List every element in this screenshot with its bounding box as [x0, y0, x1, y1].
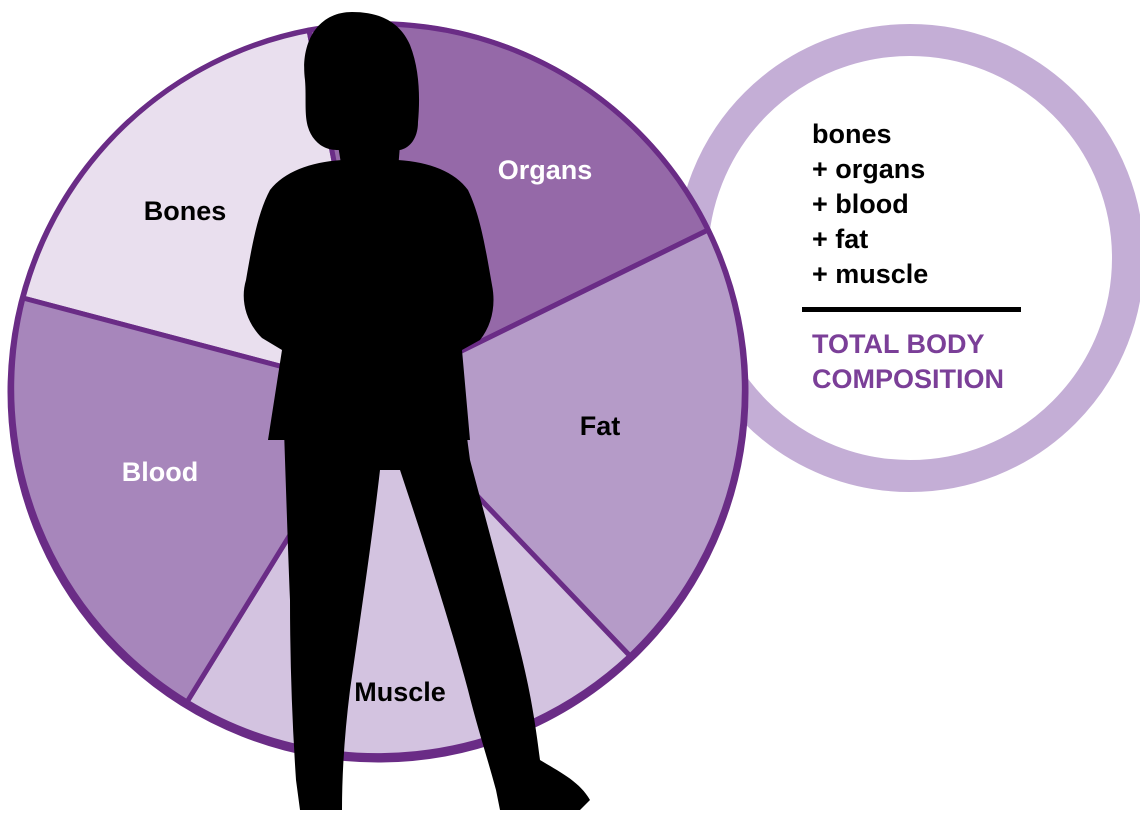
- label-organs: Organs: [498, 155, 593, 185]
- equation-divider: [802, 307, 1021, 312]
- label-blood: Blood: [122, 457, 198, 487]
- label-bones: Bones: [144, 196, 227, 226]
- total-label: TOTAL BODY: [812, 329, 985, 359]
- equation-line: + blood: [812, 189, 909, 219]
- label-muscle: Muscle: [354, 677, 446, 707]
- total-label: COMPOSITION: [812, 364, 1004, 394]
- equation-line: + fat: [812, 224, 868, 254]
- equation-line: bones: [812, 119, 892, 149]
- equation-line: + organs: [812, 154, 925, 184]
- summary-ring: [692, 40, 1128, 476]
- label-fat: Fat: [580, 411, 621, 441]
- equation-line: + muscle: [812, 259, 928, 289]
